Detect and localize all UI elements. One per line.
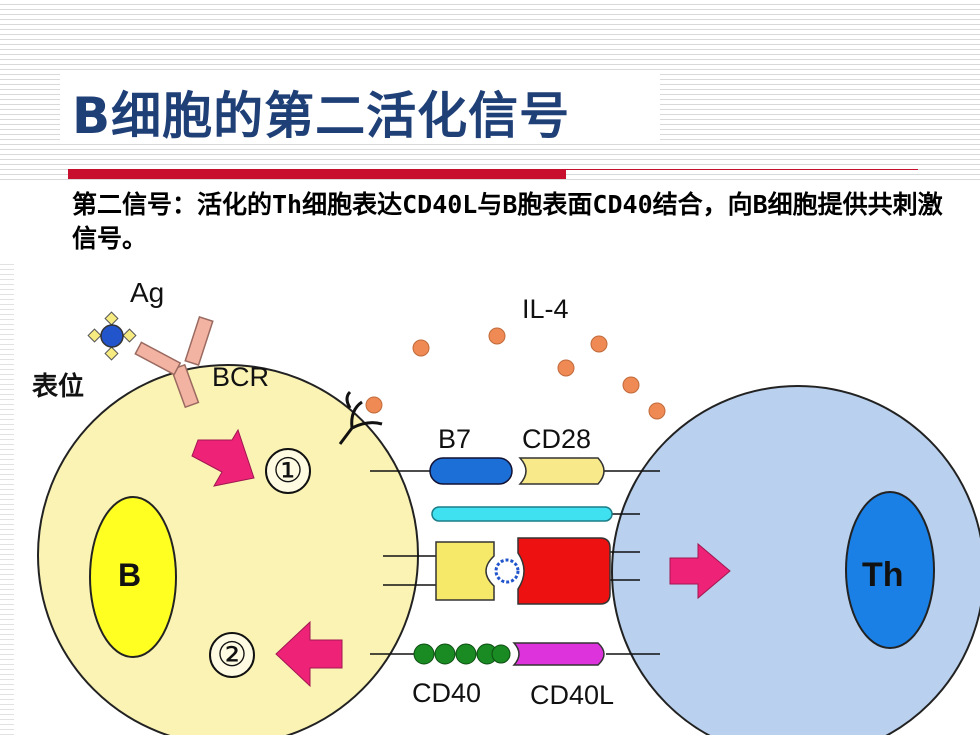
step1-circle <box>265 448 311 494</box>
b7-label: B7 <box>438 424 471 454</box>
peptide-antigen <box>494 558 520 584</box>
tcr-bar <box>431 506 613 522</box>
b-nucleus <box>89 496 177 658</box>
arrow-th-signal <box>669 542 731 600</box>
title-background <box>60 72 660 142</box>
cd28-molecule <box>518 457 605 485</box>
th-cell-label: Th <box>862 556 904 594</box>
bcr-receptor <box>134 316 214 409</box>
epitope-label: 表位 <box>32 371 84 401</box>
step1-label: ① <box>273 452 303 490</box>
slide-description: 第二信号：活化的Th细胞表达CD40L与B胞表面CD40结合，向B细胞提供共刺激… <box>72 190 943 253</box>
title-underline-thin <box>566 169 918 170</box>
antigen <box>87 311 137 361</box>
step2-label: ② <box>217 636 247 674</box>
slide-title: B细胞的第二活化信号 <box>72 87 571 145</box>
tcr-molecule <box>517 537 611 605</box>
cd40l-molecule <box>512 642 605 666</box>
b-cell-label: B <box>118 557 141 593</box>
title-underline-thick <box>68 169 566 179</box>
cd28-label: CD28 <box>522 424 591 454</box>
cd40-label: CD40 <box>412 678 481 708</box>
th-nucleus <box>845 491 935 649</box>
il4-molecules <box>365 327 666 420</box>
il4-receptor <box>338 390 383 445</box>
b7-molecule <box>429 457 513 485</box>
side-stripes <box>0 255 14 735</box>
description-background <box>0 180 980 260</box>
cd40-molecule <box>413 643 511 665</box>
il4-label: IL-4 <box>522 294 569 324</box>
cd40l-label: CD40L <box>530 680 614 710</box>
bcr-label: BCR <box>212 362 269 392</box>
mhc-molecule <box>435 541 495 601</box>
connector-lines <box>370 470 660 655</box>
ag-label: Ag <box>130 277 164 308</box>
arrow-step1 <box>191 428 255 487</box>
step2-circle <box>209 632 255 678</box>
arrow-step2 <box>275 620 343 688</box>
